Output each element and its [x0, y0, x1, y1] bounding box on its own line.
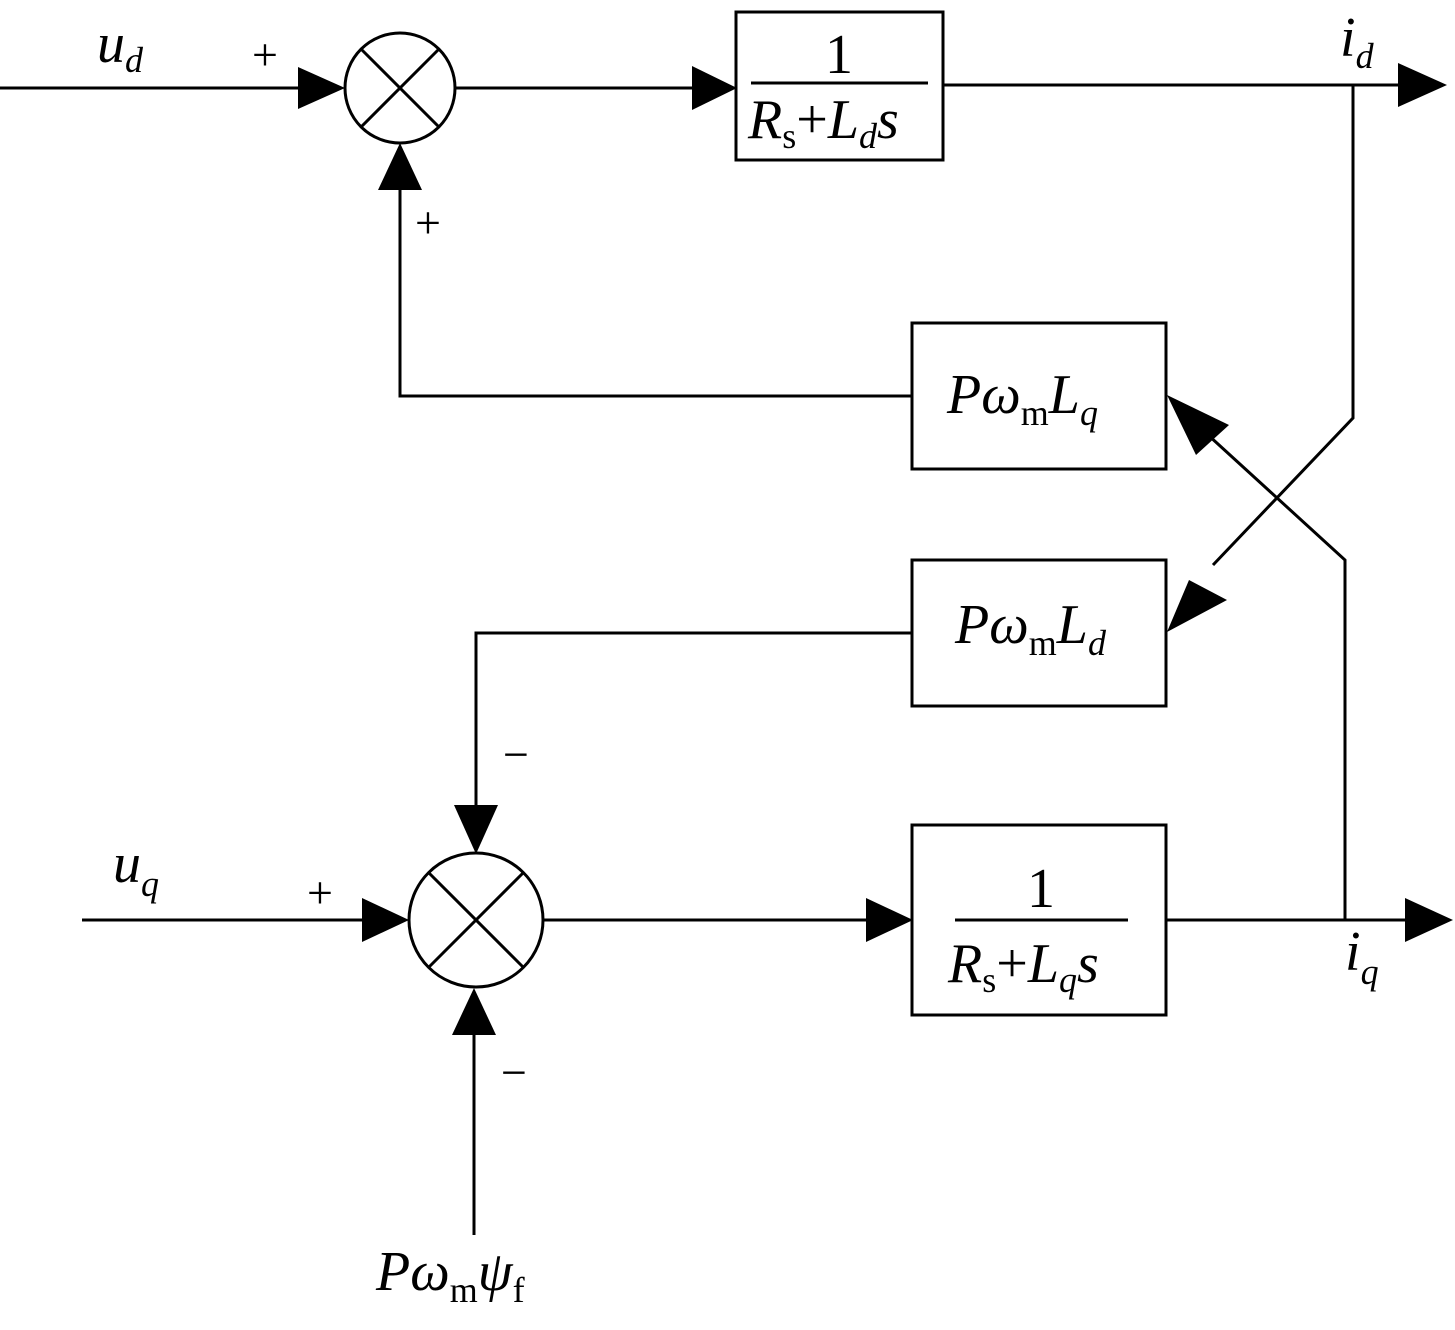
lq-feedback-line [398, 185, 912, 398]
uq-label: uq [113, 833, 159, 904]
cross-ld-label: PωmLd [954, 594, 1107, 663]
d-sum-bottom-arrowhead [378, 143, 422, 190]
q-flux-sign: − [501, 1047, 527, 1098]
q-input-sign: + [307, 867, 333, 918]
q-block-arrowhead [866, 898, 913, 942]
d-axis-path [0, 10, 1447, 632]
ud-arrowhead [298, 67, 345, 109]
q-cross-sign: − [503, 729, 529, 780]
d-block-arrowhead [692, 66, 737, 110]
ld-block-arrowhead [1167, 580, 1227, 632]
d-summing-junction [343, 31, 457, 145]
iq-arrowhead [1405, 898, 1453, 942]
ud-label: ud [97, 13, 144, 80]
lq-block-arrowhead [1167, 395, 1229, 455]
cross-ld-block [910, 558, 1168, 708]
cross-lq-block [910, 321, 1168, 471]
id-label: id [1340, 7, 1375, 76]
cross-lq-label: PωmLq [946, 364, 1098, 433]
d-block-numerator: 1 [825, 24, 853, 86]
d-block-denominator: Rs+Lds [747, 89, 899, 156]
q-summing-junction [407, 851, 545, 989]
q-block-numerator: 1 [1027, 858, 1055, 920]
id-arrowhead [1398, 63, 1447, 107]
iq-label: iq [1345, 921, 1379, 992]
id-feedback-line [1211, 85, 1355, 567]
d-feedback-sign: + [415, 197, 441, 248]
q-axis-path [82, 823, 1453, 1235]
uq-arrowhead [362, 898, 409, 942]
q-block-denominator: Rs+Lqs [947, 933, 1099, 1000]
flux-input-label: Pωmψf [375, 1241, 525, 1310]
d-input-sign: + [252, 29, 278, 80]
q-sum-top-arrowhead [454, 805, 498, 854]
q-sum-bottom-arrowhead [452, 988, 496, 1035]
cross-coupling [378, 143, 1347, 920]
ld-feedback-line [474, 631, 912, 808]
d-transfer-block [734, 10, 945, 162]
iq-feedback-line [1205, 432, 1347, 920]
